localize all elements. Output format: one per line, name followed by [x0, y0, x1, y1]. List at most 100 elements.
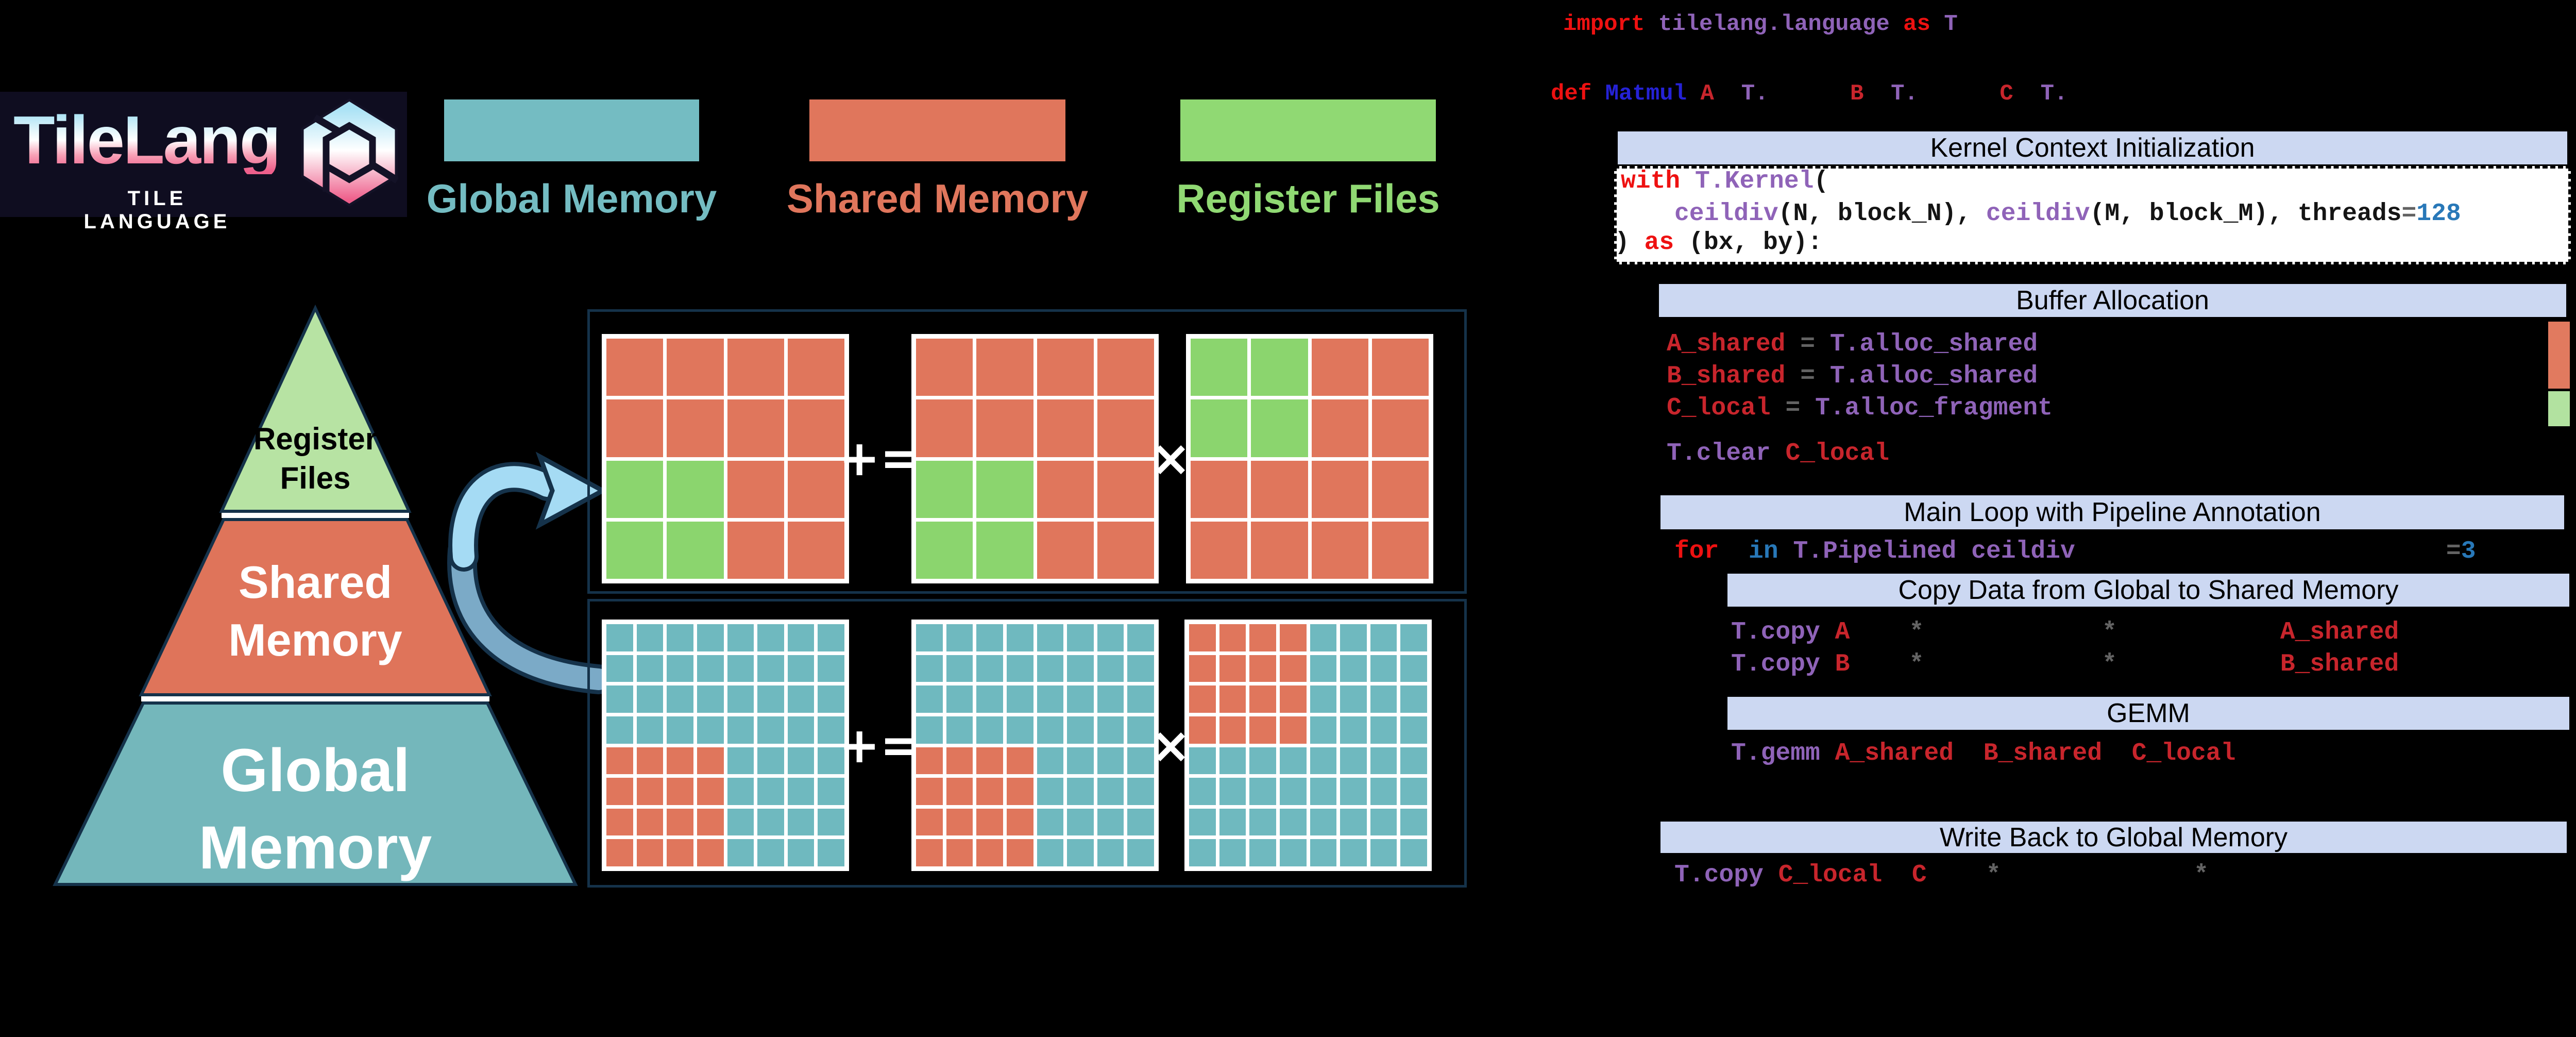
matrix-cell [606, 339, 664, 396]
code-token [1719, 538, 1749, 565]
kernel-context-code-box [1614, 166, 2571, 264]
matrix-cell [1097, 778, 1124, 805]
code-token [1714, 81, 1741, 107]
matrix-cell [1006, 778, 1033, 805]
section-bar-writeback: Write Back to Global Memory [1659, 820, 2568, 855]
matrix-cell [606, 685, 633, 713]
matrix-cell [1037, 521, 1094, 579]
code-token: A [1835, 618, 1850, 646]
matrix-cell [1219, 778, 1246, 805]
matrix-cell [1097, 685, 1124, 713]
matrix-cell [946, 808, 973, 836]
matrix-cell [1097, 399, 1154, 457]
code-token [1863, 81, 1891, 107]
matrix-cell [1279, 808, 1307, 836]
matrix-cell [818, 747, 844, 775]
code-token: T.gemm [1731, 740, 1835, 767]
code-token [2102, 740, 2132, 767]
code-token: T.copy [1731, 618, 1835, 646]
code-token [1882, 861, 1912, 889]
matrix-cell [818, 716, 844, 744]
matrix-cell [1249, 655, 1276, 682]
matrix-cell [1310, 685, 1337, 713]
matrix-cell [1340, 716, 1367, 744]
matrix-cell [1097, 808, 1124, 836]
shared-memory-swatch [809, 99, 1065, 161]
matrix-cell [1400, 716, 1427, 744]
matrix-cell [727, 747, 754, 775]
code-line: for in T.Pipelined ceildiv =3 [1674, 536, 2476, 567]
matrix-cell [1279, 747, 1307, 775]
matrix-cell [787, 747, 815, 775]
code-token [1778, 538, 1793, 565]
matrix-cell [1189, 808, 1216, 836]
matrix-cell [976, 521, 1033, 579]
matrix-cell [787, 624, 815, 651]
code-token: * [1986, 861, 2001, 889]
matrix-cell [1006, 747, 1033, 775]
matrix-cell [1279, 778, 1307, 805]
matrix-cell [727, 716, 754, 744]
code-token: C_local [1778, 861, 1883, 889]
pyramid-register-layer [219, 304, 412, 513]
matrix-cell [667, 685, 693, 713]
matrix-cell [757, 624, 784, 651]
matrix-cell [1370, 808, 1397, 836]
code-line: T.copy A * * A_shared [1731, 617, 2399, 648]
matrix-cell [787, 655, 815, 682]
pyramid-shared-label-line2: Memory [228, 614, 402, 665]
matrix-cell [916, 778, 943, 805]
matrix-cell [787, 339, 844, 396]
code-token: C [1911, 861, 1927, 889]
matrix-cell [1097, 655, 1124, 682]
matrix-cell [916, 460, 973, 518]
code-token: = [1785, 330, 1830, 358]
matrix-cell [667, 339, 724, 396]
matrix-cell [1037, 778, 1064, 805]
code-token: T.Kernel [1695, 168, 1814, 195]
code-token: (bx, by): [1674, 229, 1823, 257]
matrix-cell [606, 808, 633, 836]
matrix-cell [976, 716, 1003, 744]
code-line: C_local = T.alloc_fragment [1667, 393, 2053, 424]
matrix-cell [697, 808, 724, 836]
matrix-cell [1279, 839, 1307, 866]
matrix-cell [757, 655, 784, 682]
matrix-cell [1127, 808, 1154, 836]
matrix-cell [1249, 624, 1276, 651]
code-token: C_local [2131, 740, 2236, 767]
matrix-cell [727, 624, 754, 651]
code-token: T. [1741, 81, 1769, 107]
matrix-cell [1279, 624, 1307, 651]
matrix-cell [727, 839, 754, 866]
matrix-cell [1097, 521, 1154, 579]
matrix-cell [606, 839, 633, 866]
code-token: = [2446, 538, 2461, 565]
matrix-cell [1006, 624, 1033, 651]
matrix-cell [1340, 747, 1367, 775]
code-token: T. [1891, 81, 1918, 107]
matrix-cell [697, 716, 724, 744]
matrix-cell [1127, 655, 1154, 682]
matrix-cell [1279, 716, 1307, 744]
code-token [1850, 618, 1909, 646]
code-token: with [1621, 168, 1696, 195]
code-line: ) as (bx, by): [1615, 227, 1822, 258]
matrix-cell [946, 624, 973, 651]
register-files-label: Register Files [1176, 176, 1440, 221]
matrix-cell [976, 685, 1003, 713]
matrix-cell [1037, 460, 1094, 518]
matrix-cell [636, 655, 664, 682]
matrix-cell [916, 808, 943, 836]
matrix-cell [916, 521, 973, 579]
matrix-cell [1219, 655, 1246, 682]
matrix-cell [1370, 685, 1397, 713]
register-files-swatch [1180, 99, 1436, 161]
pyramid-global-layer [53, 701, 578, 886]
matrix-cell [1400, 747, 1427, 775]
matrix-cell [1370, 778, 1397, 805]
matrix-cell [1219, 747, 1246, 775]
matrix-ab-global-tile [1184, 620, 1432, 871]
code-token: C [1999, 81, 2013, 107]
